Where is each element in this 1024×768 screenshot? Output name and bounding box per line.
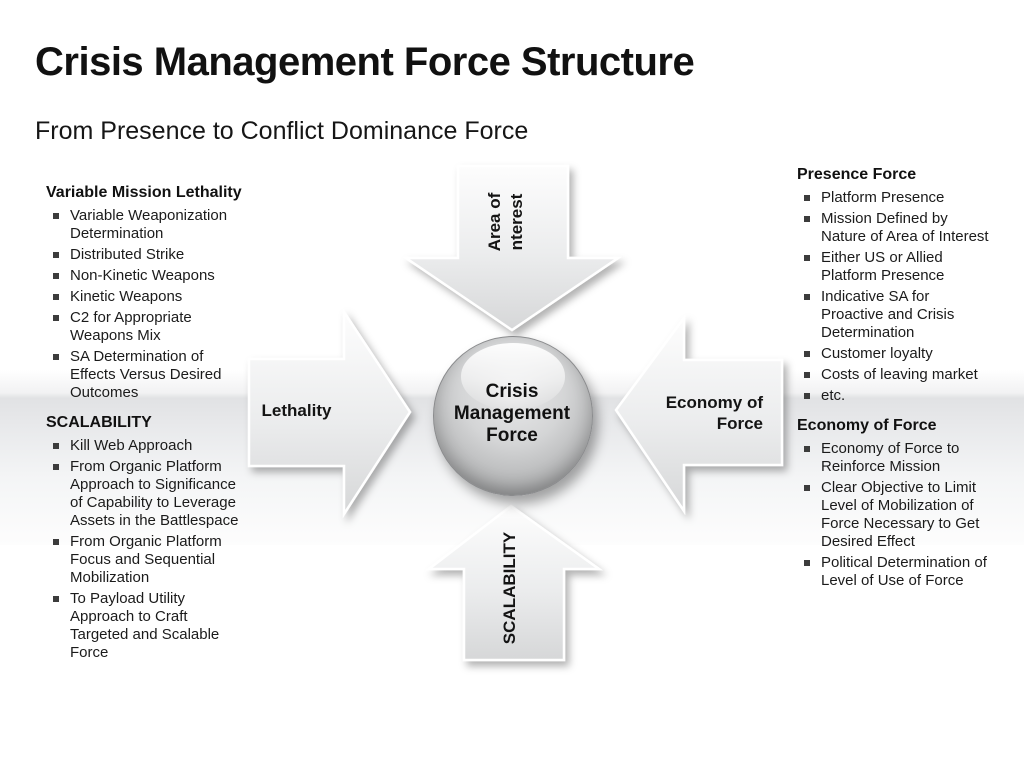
bullet-item: C2 for Appropriate Weapons Mix <box>46 309 251 345</box>
bullet-item: Political Determination of Level of Use … <box>797 554 1002 590</box>
section-heading: Variable Mission Lethality <box>46 184 242 201</box>
bullet-item: Platform Presence <box>797 189 1002 207</box>
right-panel: Presence Force Platform Presence Mission… <box>797 166 1002 593</box>
bullet-square-icon <box>804 560 810 566</box>
bullet-square-icon <box>804 216 810 222</box>
section-heading: Economy of Force <box>797 417 937 434</box>
bullet-square-icon <box>53 443 59 449</box>
bullet-square-icon <box>53 213 59 219</box>
bullet-item: Customer loyalty <box>797 345 1002 363</box>
section-heading: Presence Force <box>797 166 917 183</box>
bullet-square-icon <box>53 354 59 360</box>
section-heading: SCALABILITY <box>46 414 152 431</box>
bullet-square-icon <box>53 252 59 258</box>
bullet-square-icon <box>53 294 59 300</box>
bullet-item: Costs of leaving market <box>797 366 1002 384</box>
arrow-left-icon <box>614 314 784 516</box>
bullet-item: Kinetic Weapons <box>46 288 251 306</box>
section-variable-mission-lethality: Variable Mission Lethality Variable Weap… <box>46 184 251 402</box>
sphere-label: Crisis Management Force <box>453 381 571 446</box>
bullet-item: Kill Web Approach <box>46 437 251 455</box>
bullet-square-icon <box>53 596 59 602</box>
bullet-item: Either US or Allied Platform Presence <box>797 249 1002 285</box>
arrow-label-area-of-interest: Area of nterest <box>485 192 526 252</box>
bullet-square-icon <box>804 446 810 452</box>
section-scalability: SCALABILITY Kill Web Approach From Organ… <box>46 414 251 662</box>
bullet-item: From Organic Platform Approach to Signif… <box>46 458 251 530</box>
left-panel: Variable Mission Lethality Variable Weap… <box>46 184 251 665</box>
bullet-item: Economy of Force to Reinforce Mission <box>797 440 1002 476</box>
slide-title: Crisis Management Force Structure <box>35 40 695 84</box>
arrow-up-icon <box>425 504 603 662</box>
bullet-square-icon <box>53 315 59 321</box>
bullet-item: Indicative SA for Proactive and Crisis D… <box>797 288 1002 342</box>
arrow-label-economy-of-force: Economy of Force <box>665 393 763 433</box>
bullet-item: Variable Weaponization Determination <box>46 207 251 243</box>
bullet-item: From Organic Platform Focus and Sequenti… <box>46 533 251 587</box>
bullet-square-icon <box>804 195 810 201</box>
bullet-square-icon <box>804 485 810 491</box>
bullet-item: To Payload Utility Approach to Craft Tar… <box>46 590 251 662</box>
bullet-item: etc. <box>797 387 1002 405</box>
bullet-item: SA Determination of Effects Versus Desir… <box>46 348 251 402</box>
arrow-right-icon <box>247 307 412 519</box>
bullet-square-icon <box>53 273 59 279</box>
section-economy-of-force: Economy of Force Economy of Force to Rei… <box>797 417 1002 590</box>
bullet-item: Non-Kinetic Weapons <box>46 267 251 285</box>
bullet-item: Mission Defined by Nature of Area of Int… <box>797 210 1002 246</box>
bullet-square-icon <box>804 372 810 378</box>
arrow-down-icon <box>401 164 623 332</box>
bullet-square-icon <box>804 255 810 261</box>
slide-subtitle: From Presence to Conflict Dominance Forc… <box>35 117 529 145</box>
bullet-square-icon <box>53 464 59 470</box>
arrow-label-lethality: Lethality <box>261 401 332 420</box>
bullet-square-icon <box>804 351 810 357</box>
crisis-management-sphere <box>433 336 593 496</box>
sphere-gloss-highlight <box>460 343 566 410</box>
bullet-item: Distributed Strike <box>46 246 251 264</box>
arrow-label-scalability: SCALABILITY <box>500 531 519 645</box>
bullet-square-icon <box>804 294 810 300</box>
section-presence-force: Presence Force Platform Presence Mission… <box>797 166 1002 405</box>
bullet-item: Clear Objective to Limit Level of Mobili… <box>797 479 1002 551</box>
bullet-square-icon <box>804 393 810 399</box>
bullet-square-icon <box>53 539 59 545</box>
